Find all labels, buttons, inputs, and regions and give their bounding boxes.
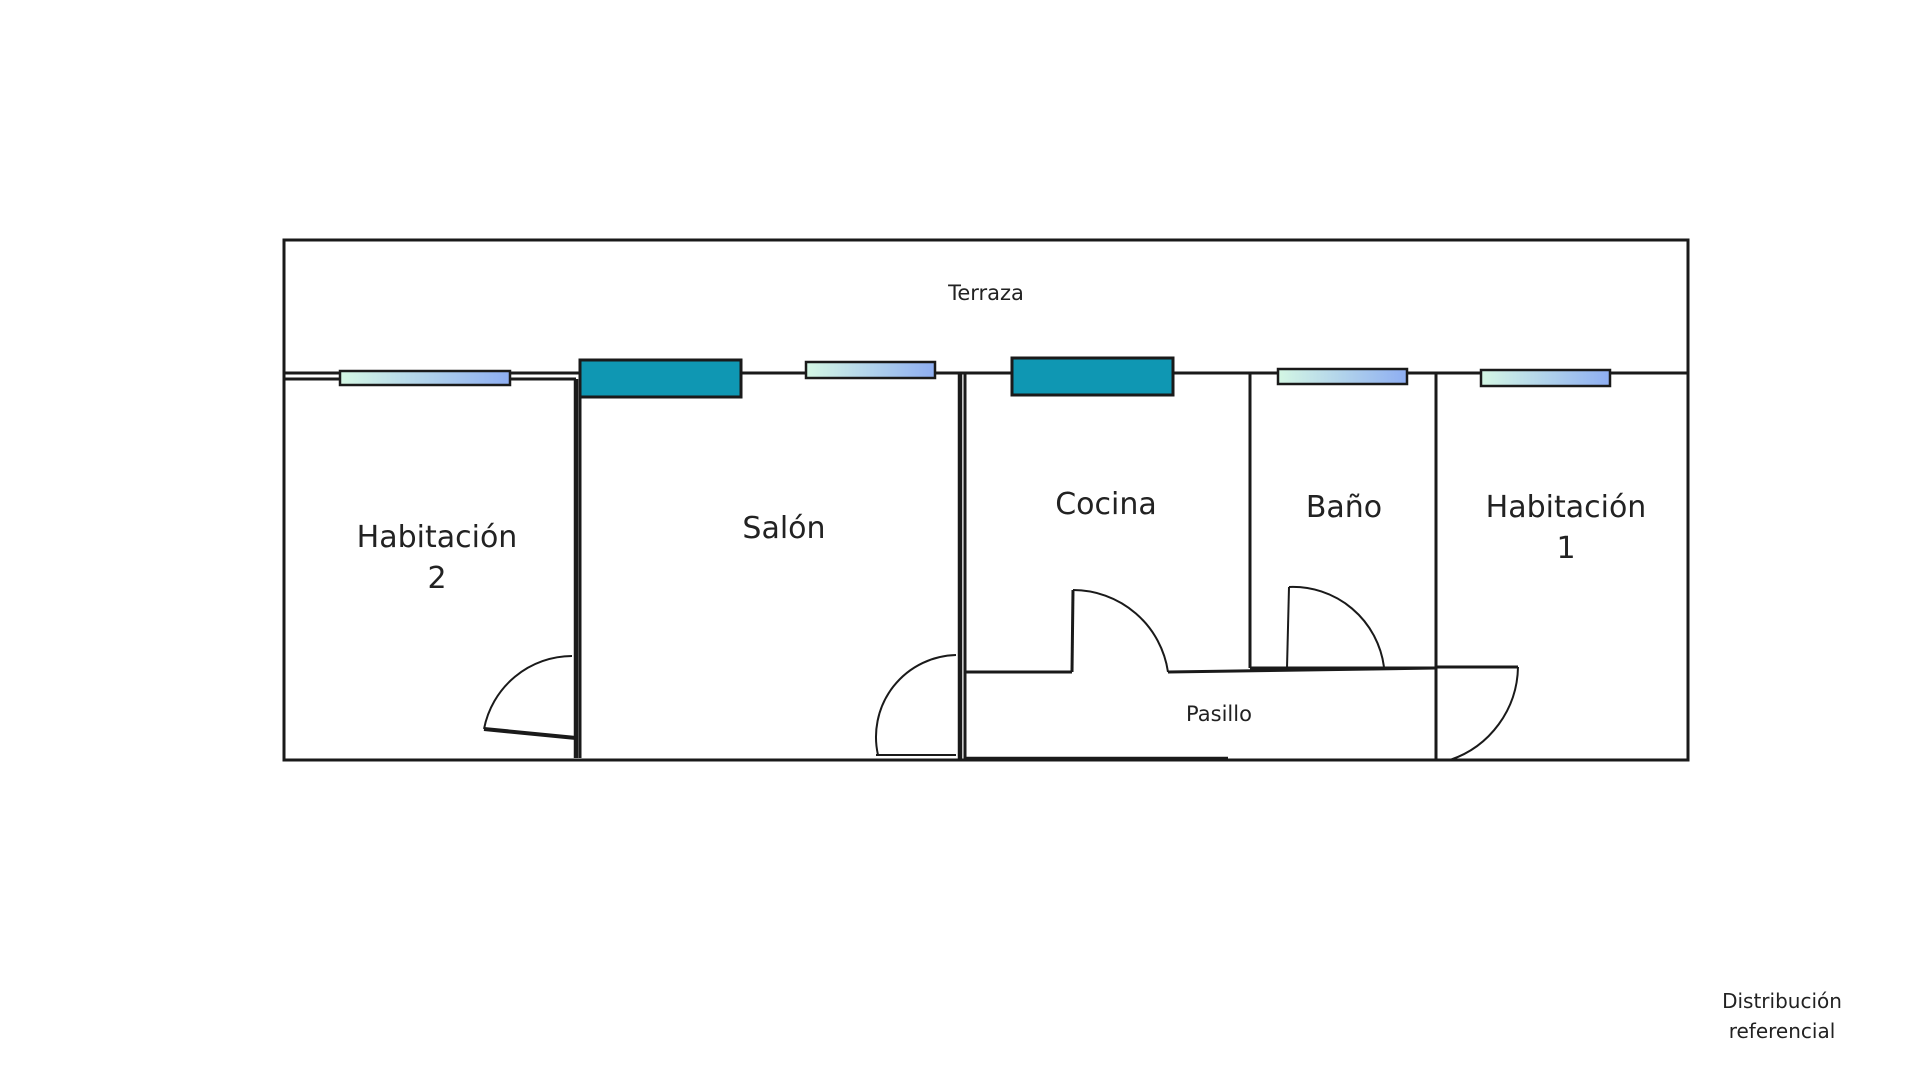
bedroom2-window (338, 369, 512, 387)
kitchen-door-jamb (1070, 589, 1075, 673)
outer-wall (282, 238, 1690, 762)
room-label-bedroom2-line2: 2 (427, 561, 446, 596)
bedroom1-door (1449, 666, 1519, 761)
bath-door (1286, 585, 1385, 669)
bath-window (1276, 367, 1409, 386)
footnote: Distribución referencial (1682, 986, 1882, 1046)
footnote-line1: Distribución (1722, 989, 1842, 1013)
room-label-bathroom: Baño (1306, 490, 1382, 525)
footnote-line2: referencial (1728, 1019, 1836, 1043)
room-label-bedroom1-line2: 1 (1556, 531, 1575, 566)
living-window-large (578, 358, 743, 399)
living-window-small (804, 360, 937, 380)
bedroom2-door (483, 655, 577, 740)
bedroom1-window (1479, 368, 1612, 388)
room-label-hallway: Pasillo (1186, 702, 1252, 726)
room-label-bedroom1-line1: Habitación (1486, 490, 1647, 525)
room-label-kitchen: Cocina (1055, 487, 1157, 522)
living-door (875, 654, 957, 756)
room-label-living: Salón (742, 511, 825, 546)
room-label-terrace: Terraza (947, 281, 1024, 305)
room-label-bedroom2-line1: Habitación (357, 520, 518, 555)
kitchen-door (1072, 589, 1169, 673)
kitchen-window-large (1010, 356, 1175, 397)
